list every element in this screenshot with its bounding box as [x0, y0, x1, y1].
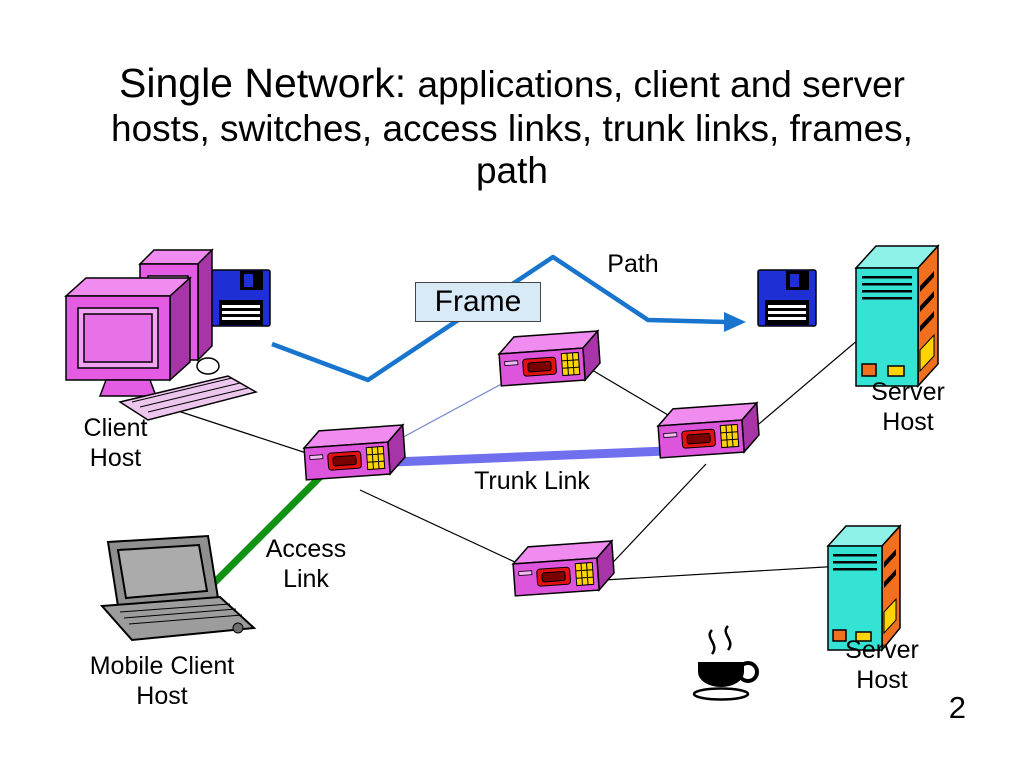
link-bottomswitch-to-server	[603, 565, 843, 581]
access-link-line	[193, 474, 323, 604]
floppy-disk-icon-left	[211, 269, 271, 327]
path-label: Path	[607, 250, 659, 278]
mobile-client-laptop	[99, 534, 257, 642]
page-number: 2	[948, 690, 966, 725]
client-host-label: Client Host	[83, 414, 148, 472]
switch-icon-bottom	[511, 540, 616, 597]
access-link-label: Access Link	[265, 535, 347, 593]
slide-title-rest: applications, client and server hosts, s…	[111, 64, 913, 192]
link-rightswitch-to-server	[739, 327, 873, 441]
slide-title-prefix: Single Network:	[119, 60, 418, 106]
server-host-bottom-label: Server Host	[845, 636, 919, 694]
frame-callout: Frame	[415, 282, 541, 322]
mouse-icon	[196, 357, 220, 375]
floppy-disk-icon-right	[757, 269, 817, 327]
mobile-client-host-label: Mobile Client Host	[89, 652, 235, 710]
frame-label: Frame	[434, 285, 522, 318]
client-host-computer	[64, 248, 258, 421]
coffee-cup-icon	[692, 625, 759, 701]
server-host-top-tower	[854, 244, 940, 388]
network-links	[174, 327, 873, 581]
slide-title: Single Network: applications, client and…	[97, 60, 927, 193]
trunk-link-label: Trunk Link	[474, 467, 590, 495]
path-arrow	[271, 254, 746, 383]
link-bottomswitch-to-rightswitch	[599, 463, 707, 577]
switch-icon-top	[497, 330, 602, 387]
trunk-link-line	[393, 446, 667, 467]
switch-icon-right	[656, 402, 761, 459]
server-host-top-label: Server Host	[871, 378, 945, 436]
server-host-bottom-tower	[826, 524, 902, 653]
switch-icon-left	[302, 424, 407, 481]
